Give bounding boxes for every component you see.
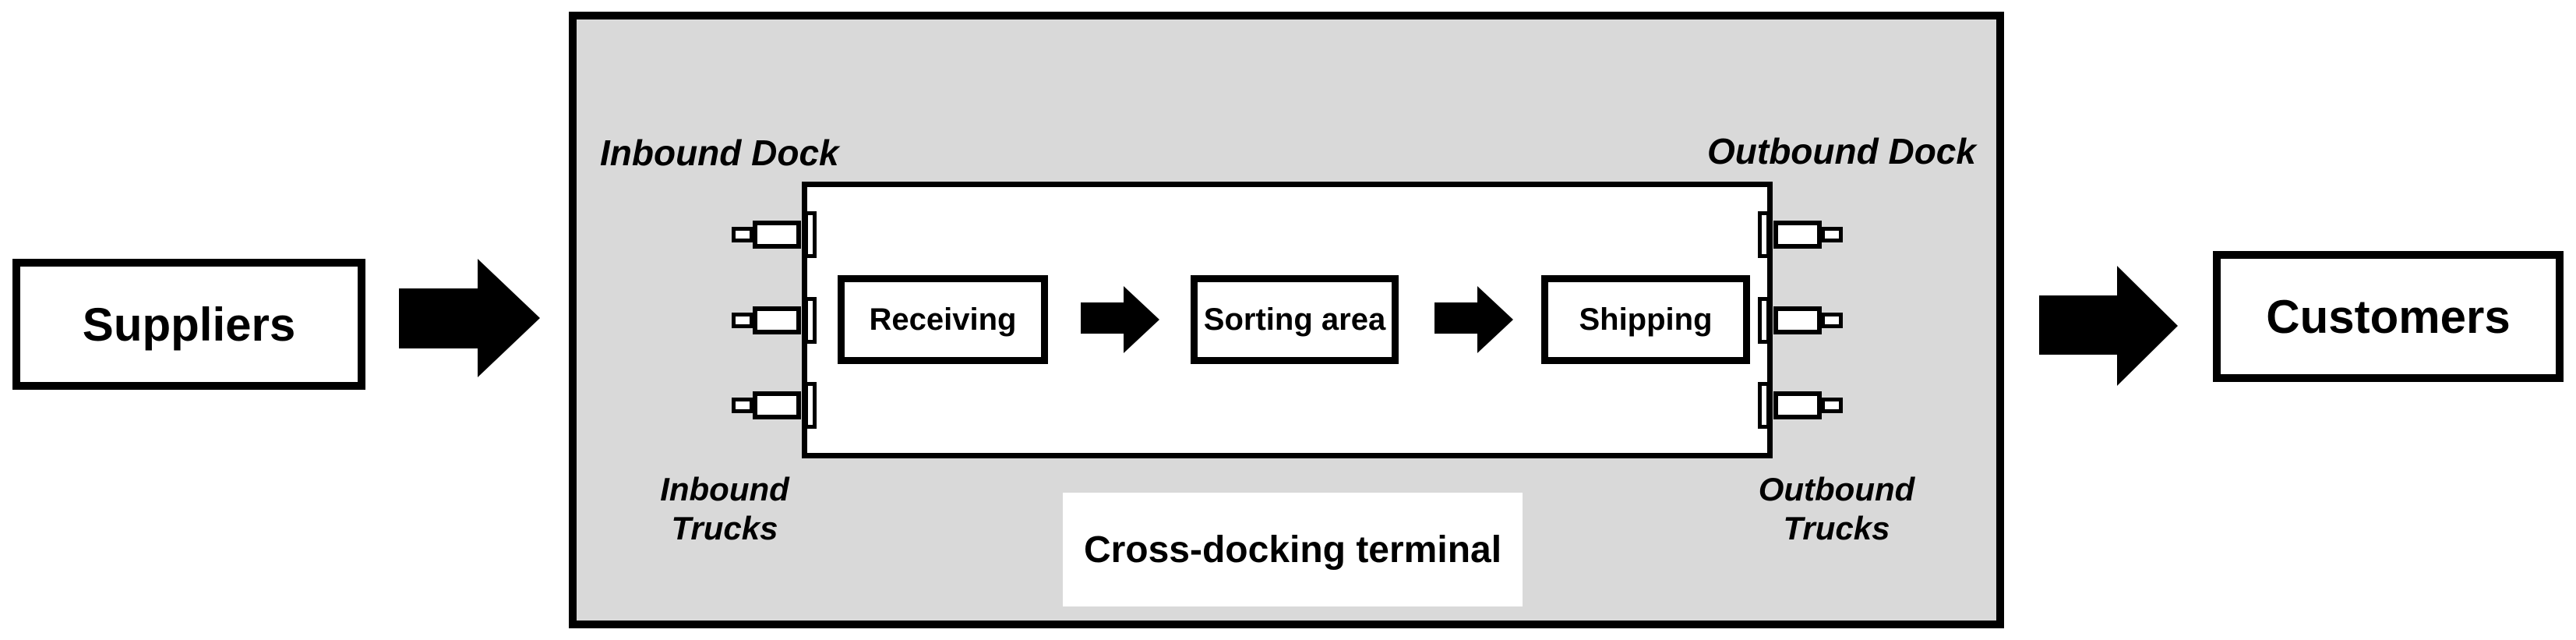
truck-cab [732,313,753,328]
truck-cab [732,398,753,413]
truck-body [753,306,801,334]
shipping-label: Shipping [1579,302,1713,337]
arrow-tail [1434,302,1477,334]
dock-door [1758,297,1770,344]
flow-arrow-suppliers-to-terminal-icon [399,259,540,377]
arrow-tail [1081,302,1124,334]
dock-door [804,211,817,258]
dock-door [1758,211,1770,258]
truck-body [753,391,801,419]
suppliers-box: Suppliers [12,259,365,390]
outbound-truck-icon [1758,297,1843,344]
inbound-truck-icon [732,382,817,429]
customers-box: Customers [2213,251,2564,382]
inbound-truck-icon [732,211,817,258]
inbound-truck-icon [732,297,817,344]
terminal-caption-box: Cross-docking terminal [1063,493,1523,606]
outbound-truck-icon [1758,211,1843,258]
dock-door [1758,382,1770,429]
inbound-trucks-label: Inbound Trucks [608,470,842,548]
flow-arrow-terminal-to-customers-icon [2039,266,2178,386]
sorting-area-box: Sorting area [1191,275,1399,364]
truck-cab [1821,398,1843,413]
inbound-trucks-label-line1: Inbound [660,471,789,507]
sorting-area-label: Sorting area [1203,302,1386,337]
truck-body [753,221,801,249]
truck-body [1773,391,1822,419]
arrow-head [1477,286,1513,353]
receiving-label: Receiving [869,302,1017,337]
shipping-box: Shipping [1541,275,1750,364]
arrow-head [1124,286,1159,353]
outbound-trucks-label: Outbound Trucks [1720,470,1953,548]
dock-door [804,297,817,344]
truck-body [1773,221,1822,249]
customers-label: Customers [2266,290,2511,343]
dock-door [804,382,817,429]
inbound-trucks-label-line2: Trucks [671,510,778,546]
flow-arrow-receiving-to-sorting-icon [1081,286,1159,353]
outbound-trucks-label-line2: Trucks [1783,510,1890,546]
inbound-dock-label: Inbound Dock [600,133,839,173]
arrow-head [478,259,540,377]
receiving-box: Receiving [838,275,1048,364]
arrow-tail [2039,295,2117,355]
arrow-head [2117,266,2178,386]
truck-body [1773,306,1822,334]
outbound-dock-label: Outbound Dock [1707,131,1976,171]
truck-cab [732,227,753,242]
outbound-trucks-label-line1: Outbound [1758,471,1915,507]
truck-cab [1821,313,1843,328]
truck-cab [1821,227,1843,242]
arrow-tail [399,288,478,348]
outbound-truck-icon [1758,382,1843,429]
terminal-caption: Cross-docking terminal [1083,529,1502,571]
suppliers-label: Suppliers [82,298,296,351]
flow-arrow-sorting-to-shipping-icon [1434,286,1513,353]
